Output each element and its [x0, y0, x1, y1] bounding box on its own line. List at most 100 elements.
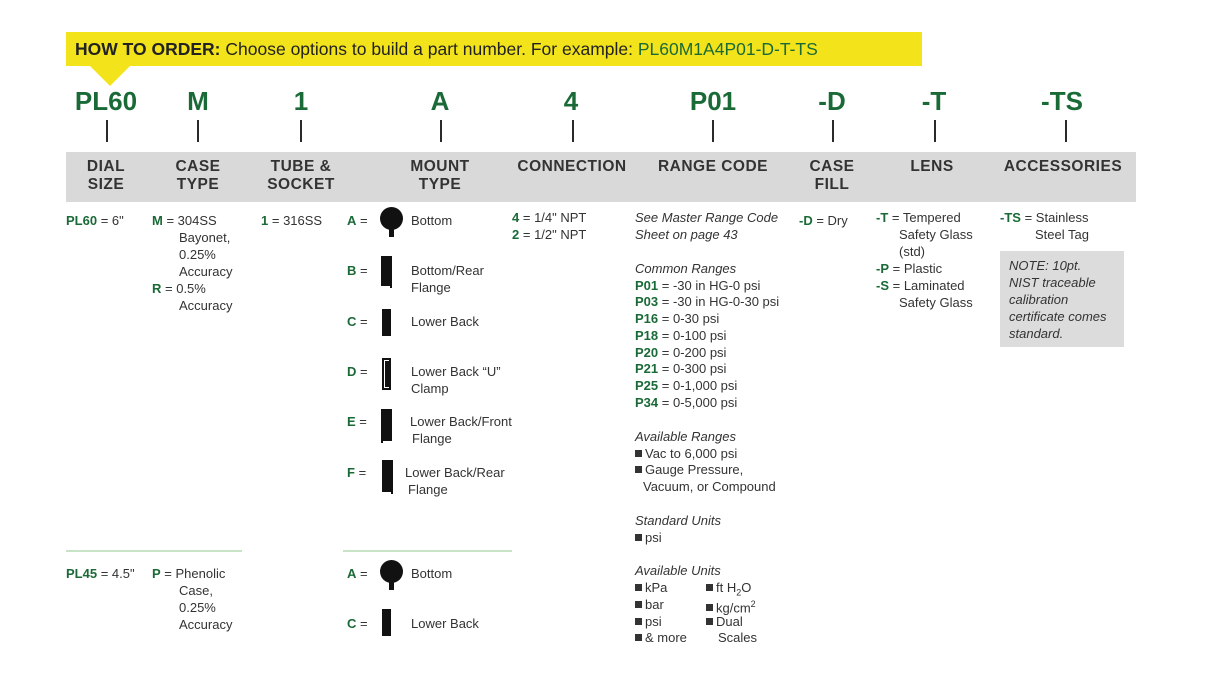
header-accessories: ACCESSORIES — [1003, 158, 1123, 175]
mount2-c-eq: = — [360, 616, 368, 631]
range-p03-value: = -30 in HG-0-30 psi — [661, 294, 780, 309]
range-p25: P25 = 0-1,000 psi — [635, 377, 737, 394]
bullet-icon — [635, 584, 642, 591]
tube-316ss: 1 = 316SS — [261, 212, 322, 229]
range-p03: P03 = -30 in HG-0-30 psi — [635, 293, 779, 310]
note-line5: standard. — [1009, 326, 1064, 341]
dial-pl45-value: = 4.5" — [100, 566, 135, 581]
case-m-code: M — [152, 213, 163, 228]
connection-half-code: 2 — [512, 227, 520, 242]
connection-quarter-code: 4 — [512, 210, 520, 225]
code-accessories: -TS — [1041, 86, 1083, 116]
lens-t: -T = Tempered — [876, 209, 961, 226]
mount-f-label2: Flange — [408, 482, 448, 497]
standard-units-title: Standard Units — [635, 513, 721, 528]
range-p03-code: P03 — [635, 294, 659, 309]
tick-connection — [572, 120, 574, 142]
mount-e: E = — [347, 413, 367, 430]
range-p21-value: = 0-300 psi — [661, 361, 727, 376]
range-p16-value: = 0-30 psi — [661, 311, 720, 326]
lens-t-line2: Safety Glass — [899, 227, 973, 242]
mount-f-label: Lower Back/Rear — [405, 465, 505, 480]
code-mount: A — [430, 86, 450, 116]
tube-value: = 316SS — [271, 213, 323, 228]
note-line1: NOTE: 10pt. — [1009, 258, 1082, 273]
common-ranges-title: Common Ranges — [635, 261, 737, 276]
bullet-icon — [635, 634, 642, 641]
mount-d-label2: Clamp — [411, 381, 449, 396]
lens-t-line1: = Tempered — [891, 210, 961, 225]
unit-bar-text: bar — [645, 597, 664, 612]
separator-mount — [343, 550, 512, 552]
unit-h2o-o: O — [741, 580, 752, 595]
mount-e-label2: Flange — [412, 431, 452, 446]
mount2-c-label: Lower Back — [411, 616, 479, 631]
connection-half-value: = 1/2" NPT — [522, 227, 587, 242]
banner-arrow — [88, 64, 132, 86]
range-p01-value: = -30 in HG-0 psi — [661, 278, 761, 293]
separator-left — [66, 550, 242, 552]
mount-c-label: Lower Back — [411, 314, 479, 329]
case-r-line2: Accuracy — [179, 298, 233, 313]
fill-dry: -D = Dry — [799, 212, 848, 229]
case-p-line1: = Phenolic — [164, 566, 226, 581]
connection-half: 2 = 1/2" NPT — [512, 226, 586, 243]
lower-back-mount-icon-2 — [382, 609, 391, 636]
mount-e-code: E — [347, 414, 356, 429]
unit-dual: Dual — [706, 613, 743, 630]
code-lens: -T — [921, 86, 947, 116]
code-fill: -D — [818, 86, 846, 116]
mount2-a: A = — [347, 565, 368, 582]
rear-flange-plate-icon — [391, 460, 393, 494]
banner-label: HOW TO ORDER: — [75, 39, 221, 59]
header-range-code: RANGE CODE — [657, 158, 769, 175]
lens-s-line2: Safety Glass — [899, 295, 973, 310]
code-case: M — [187, 86, 209, 116]
range-p18-code: P18 — [635, 328, 659, 343]
front-flange-mount-icon — [383, 409, 392, 441]
mount2-c: C = — [347, 615, 368, 632]
unit-fth-text: ft H — [716, 580, 737, 595]
u-clamp-body-icon — [385, 361, 391, 387]
unit-kpa-text: kPa — [645, 580, 668, 595]
range-see-line1: See Master Range Code — [635, 210, 779, 225]
mount-d: D = — [347, 363, 368, 380]
bottom-mount-stem-icon — [389, 229, 394, 237]
range-p16-code: P16 — [635, 311, 659, 326]
connection-quarter-value: = 1/4" NPT — [522, 210, 587, 225]
case-r-code: R — [152, 281, 162, 296]
order-banner — [66, 32, 922, 66]
range-p21-code: P21 — [635, 361, 659, 376]
front-flange-icon — [381, 409, 383, 443]
rear-flange-icon — [390, 256, 392, 288]
tick-tube — [300, 120, 302, 142]
rear-flange-mount-icon — [382, 460, 391, 492]
case-m-line1: = 304SS — [166, 213, 217, 228]
tick-lens — [934, 120, 936, 142]
case-p-code: P — [152, 566, 161, 581]
range-p34-code: P34 — [635, 395, 659, 410]
lens-s-line1: = Laminated — [892, 278, 965, 293]
tick-accessories — [1065, 120, 1067, 142]
range-p20-value: = 0-200 psi — [661, 345, 727, 360]
case-p-line3: 0.25% — [179, 600, 216, 615]
mount-c: C = — [347, 313, 368, 330]
tick-case — [197, 120, 199, 142]
unit-kgcm-sup: 2 — [750, 599, 756, 609]
tick-dial — [106, 120, 108, 142]
fill-value: = Dry — [816, 213, 848, 228]
bullet-icon — [706, 604, 713, 612]
dial-pl45: PL45 = 4.5" — [66, 565, 135, 582]
banner-description: Choose options to build a part number. F… — [225, 39, 633, 59]
mount2-a-code: A — [347, 566, 357, 581]
lens-p-value: = Plastic — [892, 261, 943, 276]
range-p18-value: = 0-100 psi — [661, 328, 727, 343]
case-m-line2: Bayonet, — [179, 230, 231, 245]
range-p01: P01 = -30 in HG-0 psi — [635, 277, 760, 294]
standard-unit-psi-text: psi — [645, 530, 662, 545]
tick-range — [712, 120, 714, 142]
available-ranges-title: Available Ranges — [635, 429, 736, 444]
mount2-c-code: C — [347, 616, 357, 631]
code-dial: PL60 — [74, 86, 138, 116]
